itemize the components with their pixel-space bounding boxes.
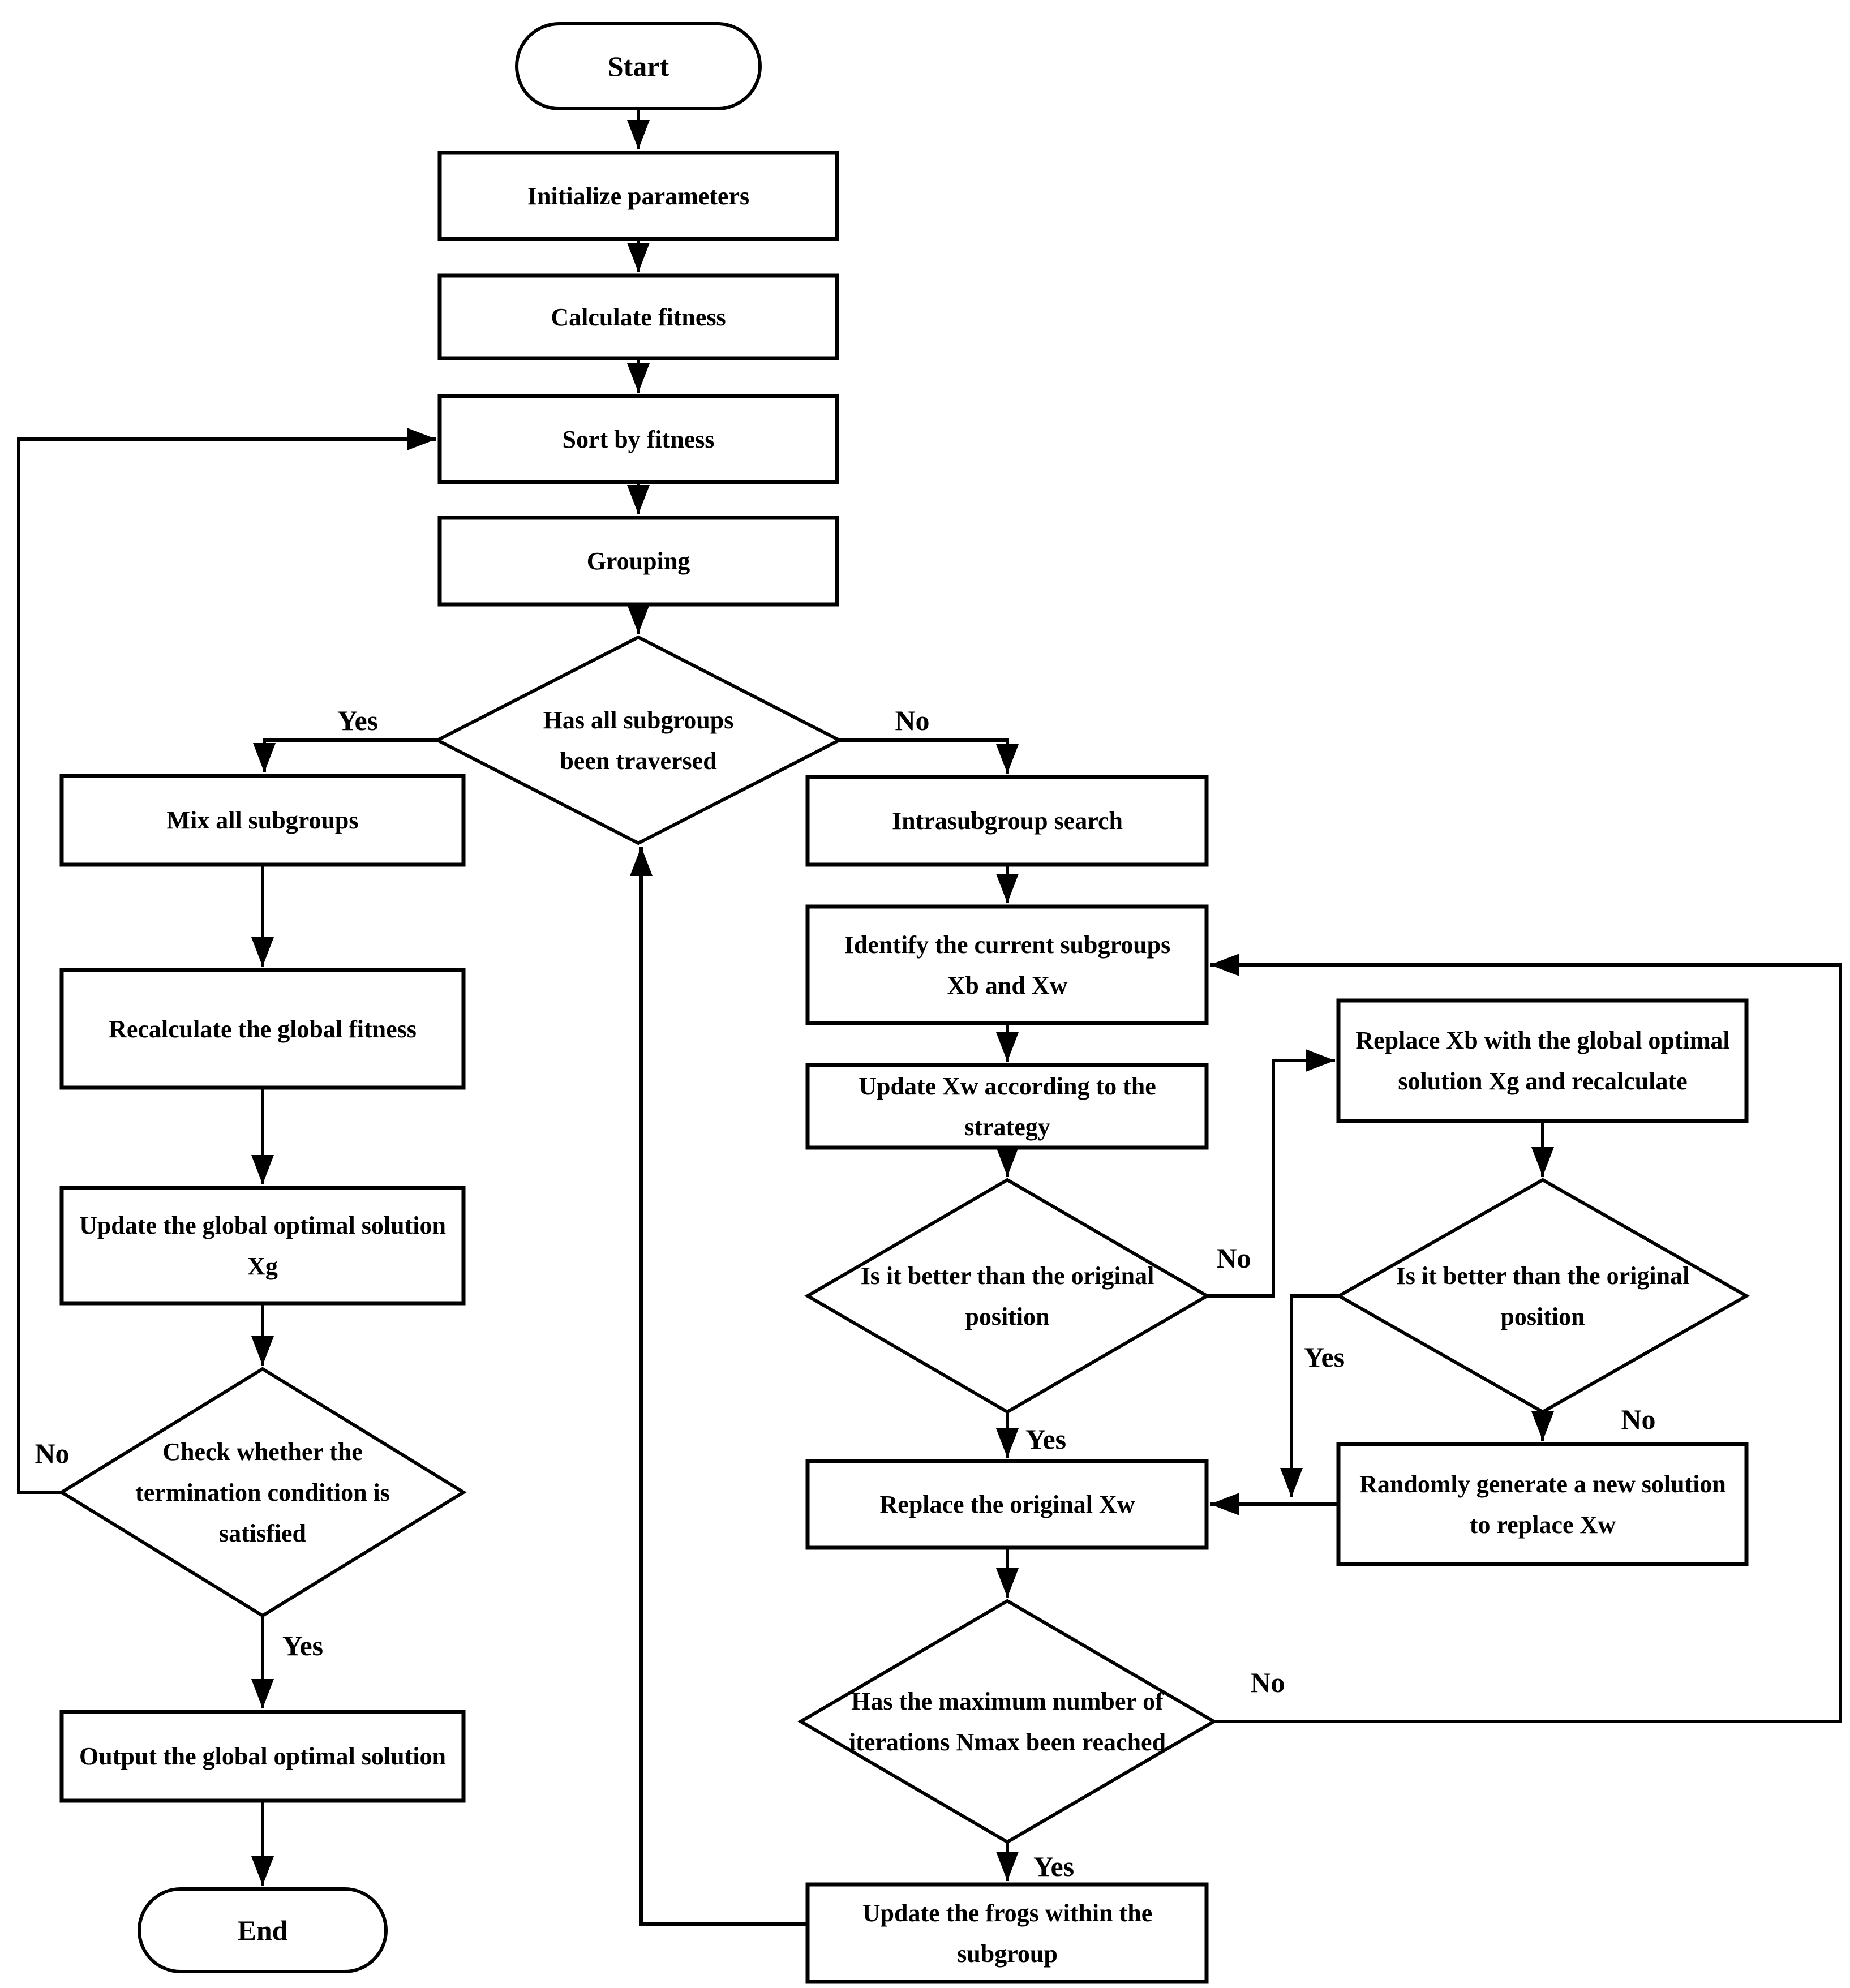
termination-diamond	[58, 1367, 467, 1618]
mix-box	[59, 774, 466, 867]
start-label: Start	[608, 50, 669, 82]
update-frogs-box	[805, 1882, 1209, 1984]
label-nmax-yes: Yes	[1033, 1850, 1074, 1882]
svg-text:Update the frogs within the: Update the frogs within the	[862, 1899, 1153, 1927]
node-end: End	[138, 1887, 388, 1973]
better2-diamond	[1335, 1178, 1750, 1414]
better1-diamond	[804, 1178, 1211, 1414]
decision-termination-condition: Check whether the termination condition …	[58, 1367, 467, 1618]
node-recalculate-global-fitness: Recalculate the global fitness	[59, 968, 466, 1090]
label-better1-no: No	[1216, 1242, 1251, 1274]
svg-text:Calculate fitness: Calculate fitness	[551, 303, 726, 331]
svg-text:position: position	[1500, 1303, 1585, 1330]
edge-termination-no-sort	[17, 428, 436, 1494]
decision-better-than-original-1: Is it better than the original position	[804, 1178, 1211, 1414]
random-box	[1336, 1442, 1749, 1566]
label-termination-yes: Yes	[282, 1630, 323, 1661]
edge-traversed-no-intrasubgroup	[839, 738, 1019, 774]
node-update-xw-strategy: Update Xw according to the strategy	[805, 1063, 1209, 1150]
svg-text:iterations Nmax been reached: iterations Nmax been reached	[849, 1728, 1166, 1756]
edge-labels: Yes No No Yes Yes No No Yes No Yes	[35, 705, 1655, 1882]
label-traversed-yes: Yes	[337, 705, 378, 736]
initialize-box	[437, 151, 839, 241]
output-box	[59, 1710, 466, 1803]
edge-updatefrogs-traversed	[630, 847, 808, 1926]
svg-text:Mix all subgroups: Mix all subgroups	[166, 806, 358, 834]
svg-text:Is it better than the original: Is it better than the original	[1396, 1262, 1690, 1290]
svg-text:Xb and Xw: Xb and Xw	[947, 972, 1068, 999]
node-grouping: Grouping	[437, 516, 839, 607]
label-traversed-no: No	[895, 705, 929, 736]
node-sort-by-fitness: Sort by fitness	[437, 394, 839, 484]
node-output-global-optimal: Output the global optimal solution	[59, 1710, 466, 1803]
traversed-diamond	[433, 635, 843, 845]
svg-text:solution Xg and recalculate: solution Xg and recalculate	[1398, 1067, 1687, 1095]
node-mix-all-subgroups: Mix all subgroups	[59, 774, 466, 867]
label-termination-no: No	[35, 1437, 69, 1469]
end-label: End	[238, 1914, 288, 1946]
svg-text:subgroup: subgroup	[957, 1940, 1058, 1968]
svg-text:Randomly generate a new soluti: Randomly generate a new solution	[1359, 1470, 1726, 1498]
svg-text:strategy: strategy	[964, 1113, 1050, 1141]
svg-text:Update Xw according to the: Update Xw according to the	[859, 1072, 1156, 1100]
edge-traversed-yes-mix	[253, 738, 437, 772]
end-oval	[138, 1887, 388, 1973]
svg-text:Sort by fitness: Sort by fitness	[563, 426, 715, 453]
recalculate-box	[59, 968, 466, 1090]
svg-text:Replace the original Xw: Replace the original Xw	[880, 1491, 1135, 1518]
edge-nmax-no-identify	[1210, 954, 1842, 1723]
svg-text:Check whether the: Check whether the	[162, 1438, 363, 1466]
svg-text:been traversed: been traversed	[560, 747, 716, 775]
svg-text:to replace Xw: to replace Xw	[1470, 1511, 1616, 1539]
node-start: Start	[515, 22, 762, 110]
svg-text:position: position	[965, 1303, 1049, 1330]
decision-nmax-reached: Has the maximum number of iterations Nma…	[797, 1599, 1217, 1844]
svg-text:Grouping: Grouping	[587, 547, 690, 575]
svg-text:Recalculate the global fitness: Recalculate the global fitness	[109, 1015, 417, 1043]
node-replace-original-xw: Replace the original Xw	[805, 1459, 1209, 1550]
node-replace-xb-global-optimal: Replace Xb with the global optimal solut…	[1336, 998, 1749, 1123]
update-xw-box	[805, 1063, 1209, 1150]
nodes: Start Initialize parameters Calculate fi…	[58, 22, 1750, 1984]
edge-better1-no-replacexb	[1207, 1049, 1335, 1298]
replace-xb-box	[1336, 998, 1749, 1123]
replace-xw-box	[805, 1459, 1209, 1550]
identify-box	[805, 904, 1209, 1025]
svg-text:Intrasubgroup search: Intrasubgroup search	[892, 807, 1123, 835]
intrasubgroup-box	[805, 775, 1209, 867]
label-nmax-no: No	[1250, 1667, 1285, 1698]
decision-better-than-original-2: Is it better than the original position	[1335, 1178, 1750, 1414]
svg-text:Replace Xb with the global opt: Replace Xb with the global optimal	[1355, 1027, 1729, 1054]
node-update-global-optimal: Update the global optimal solution Xg	[59, 1186, 466, 1306]
edge-better2-yes-join	[1280, 1294, 1339, 1497]
svg-text:satisfied: satisfied	[219, 1519, 306, 1547]
svg-text:Identify the current subgroups: Identify the current subgroups	[844, 931, 1171, 959]
svg-text:Is it better than the original: Is it better than the original	[861, 1262, 1154, 1290]
grouping-box	[437, 516, 839, 607]
label-better1-yes: Yes	[1025, 1423, 1066, 1455]
node-intrasubgroup-search: Intrasubgroup search	[805, 775, 1209, 867]
nmax-diamond	[797, 1599, 1217, 1844]
node-initialize-parameters: Initialize parameters	[437, 151, 839, 241]
node-randomly-generate-solution: Randomly generate a new solution to repl…	[1336, 1442, 1749, 1566]
svg-text:Initialize parameters: Initialize parameters	[527, 182, 749, 210]
update-global-box	[59, 1186, 466, 1306]
svg-text:Has all subgroups: Has all subgroups	[543, 706, 734, 734]
start-oval	[515, 22, 762, 110]
node-update-frogs-subgroup: Update the frogs within the subgroup	[805, 1882, 1209, 1984]
label-better2-no: No	[1621, 1403, 1655, 1435]
svg-text:Has the maximum number of: Has the maximum number of	[851, 1688, 1164, 1715]
edges	[17, 109, 1842, 1926]
decision-all-subgroups-traversed: Has all subgroups been traversed	[433, 635, 843, 845]
sort-box	[437, 394, 839, 484]
node-identify-current-subgroups: Identify the current subgroups Xb and Xw	[805, 904, 1209, 1025]
label-better2-yes: Yes	[1304, 1341, 1345, 1373]
svg-text:Update the global optimal solu: Update the global optimal solution	[79, 1212, 446, 1239]
svg-text:Xg: Xg	[247, 1252, 278, 1280]
calculate-box	[437, 273, 839, 360]
svg-text:termination condition is: termination condition is	[135, 1479, 390, 1506]
svg-text:Output the global optimal solu: Output the global optimal solution	[79, 1742, 446, 1770]
node-calculate-fitness: Calculate fitness	[437, 273, 839, 360]
